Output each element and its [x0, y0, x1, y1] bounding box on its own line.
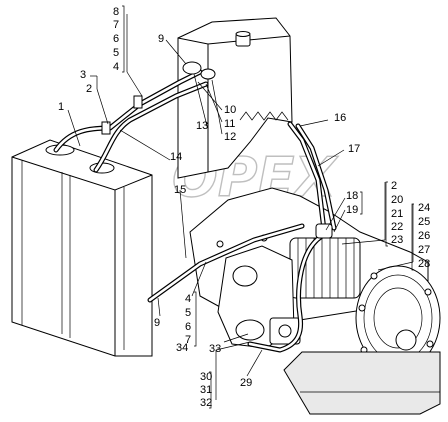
callout-34: 34 [176, 342, 188, 354]
callout-32: 32 [200, 397, 212, 409]
hose-lines [53, 61, 337, 353]
callout-22: 22 [391, 221, 403, 233]
callout-11: 11 [224, 118, 235, 130]
callout-26: 26 [418, 230, 430, 242]
callout-18: 18 [346, 190, 358, 202]
hose-connector [315, 223, 333, 239]
fuel-tank [11, 139, 153, 357]
fitting [182, 61, 202, 75]
callout-30: 30 [200, 371, 212, 383]
callout-13: 13 [196, 120, 208, 132]
callout-5-bottom: 5 [185, 307, 191, 319]
oil-tank [177, 17, 293, 179]
callout-9-bottom: 9 [154, 317, 160, 329]
callout-5: 5 [113, 47, 119, 59]
callout-brackets [122, 5, 414, 409]
callout-1: 1 [58, 101, 64, 113]
fitting [200, 68, 216, 80]
callout-8: 8 [113, 6, 119, 18]
callout-4: 4 [113, 61, 119, 73]
clamp [133, 95, 143, 109]
callout-4-bottom: 4 [185, 293, 191, 305]
callout-15: 15 [174, 184, 186, 196]
callout-25: 25 [418, 216, 430, 228]
leader-lines [67, 14, 414, 400]
callout-7: 7 [113, 19, 119, 31]
callout-20: 20 [391, 194, 403, 206]
callout-31: 31 [200, 384, 212, 396]
callout-27: 27 [418, 244, 430, 256]
clamp [101, 121, 111, 135]
callout-19: 19 [346, 204, 358, 216]
callout-24: 24 [418, 202, 430, 214]
callout-28: 28 [418, 258, 430, 270]
callout-9-top: 9 [158, 33, 164, 45]
callout-33: 33 [209, 343, 221, 355]
callout-29: 29 [240, 377, 252, 389]
callout-6-bottom: 6 [185, 321, 191, 333]
callout-12: 12 [224, 131, 236, 143]
callout-10: 10 [224, 104, 236, 116]
callout-2-right: 2 [391, 180, 397, 192]
callout-6: 6 [113, 33, 119, 45]
callout-7-bottom: 7 [185, 334, 191, 346]
callout-16: 16 [334, 112, 346, 124]
callout-3: 3 [80, 69, 86, 81]
callout-21: 21 [391, 208, 403, 220]
callout-2-left: 2 [86, 83, 92, 95]
callout-23: 23 [391, 234, 403, 246]
callout-labels: 8 7 6 5 4 9 3 2 1 10 11 12 13 14 15 16 1… [58, 6, 430, 409]
callout-14: 14 [170, 151, 182, 163]
rear-flange [355, 265, 441, 372]
callout-17: 17 [348, 143, 360, 155]
